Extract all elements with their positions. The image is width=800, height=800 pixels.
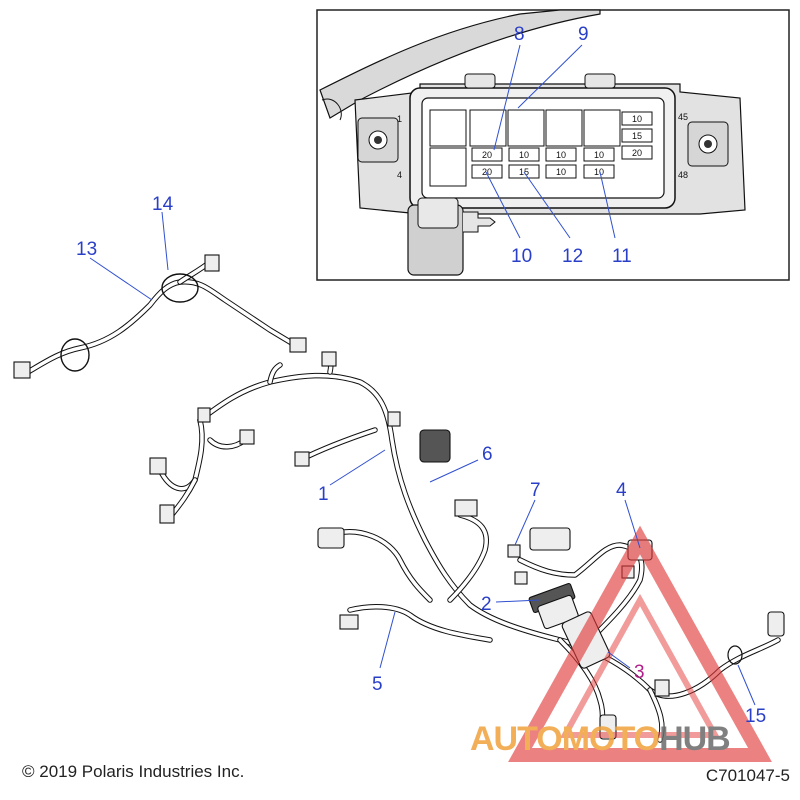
- callout-10: 10: [511, 246, 532, 267]
- callout-1: 1: [318, 484, 329, 505]
- harness-13-14: [13, 254, 307, 379]
- copyright-text: © 2019 Polaris Industries Inc.: [22, 762, 245, 781]
- fuse-1: 20: [471, 147, 503, 162]
- callout-5: 5: [372, 674, 383, 695]
- callout-labels: 1 2 3 4 5 6 7 8 9 10 11 12 13 14 15: [76, 24, 766, 727]
- watermark: AUTOMOTOHUB: [470, 525, 772, 762]
- fuse-3: 10: [545, 147, 577, 162]
- callout-2: 2: [481, 594, 492, 615]
- callout-3: 3: [634, 662, 645, 683]
- fuse-8: 10: [583, 164, 615, 179]
- fuse-rating-label: 20: [482, 167, 492, 177]
- fuse-7: 10: [545, 164, 577, 179]
- fuse-box-corner-label: 45: [678, 112, 688, 122]
- fuse-rating-label: 20: [482, 150, 492, 160]
- harness-connectors: [149, 351, 785, 740]
- callout-11: 11: [612, 246, 632, 267]
- fuse-box-corner-label: 1: [397, 114, 402, 124]
- svg-text:AUTOMOTOHUB: AUTOMOTOHUB: [470, 720, 730, 758]
- fuse-box-inset: 20 10 10 10 20 15 10 10 10 15 20 45 48 4 1: [316, 9, 790, 281]
- wire-harness: [13, 254, 785, 743]
- callout-leaders: [89, 44, 756, 706]
- fuse-rating-label: 10: [594, 167, 604, 177]
- fuse-5: 20: [471, 164, 503, 179]
- fuse-2: 10: [508, 147, 540, 162]
- fuse-box-connector: [407, 197, 496, 276]
- fuse-rating-label: 10: [556, 167, 566, 177]
- fuse-rating-label: 15: [632, 131, 642, 141]
- fuse-6: 15: [508, 164, 540, 179]
- fuse-9: 10: [621, 111, 653, 126]
- mounting-tab-right: [687, 121, 729, 167]
- fuse-11: 20: [621, 145, 653, 160]
- fuse-box-corner-label: 48: [678, 170, 688, 180]
- mounting-tab-left: [357, 117, 399, 163]
- callout-8: 8: [514, 24, 525, 45]
- fuse-rating-label: 10: [519, 150, 529, 160]
- fuse-10: 15: [621, 128, 653, 143]
- fuse-rating-label: 20: [632, 148, 642, 158]
- callout-4: 4: [616, 480, 627, 501]
- fuse-box-corner-label: 4: [397, 170, 402, 180]
- callout-6: 6: [482, 444, 493, 465]
- fuse-rating-label: 10: [594, 150, 604, 160]
- figure-id: C701047-5: [705, 766, 790, 785]
- callout-14: 14: [152, 194, 174, 215]
- watermark-triangle-icon: [508, 525, 772, 762]
- callout-13: 13: [76, 239, 97, 260]
- fuse-rating-label: 10: [556, 150, 566, 160]
- callout-15: 15: [745, 706, 766, 727]
- fuse-4: 10: [583, 147, 615, 162]
- fuse-rating-label: 10: [632, 114, 642, 124]
- callout-9: 9: [578, 24, 589, 45]
- callout-7: 7: [530, 480, 541, 501]
- callout-12: 12: [562, 246, 583, 267]
